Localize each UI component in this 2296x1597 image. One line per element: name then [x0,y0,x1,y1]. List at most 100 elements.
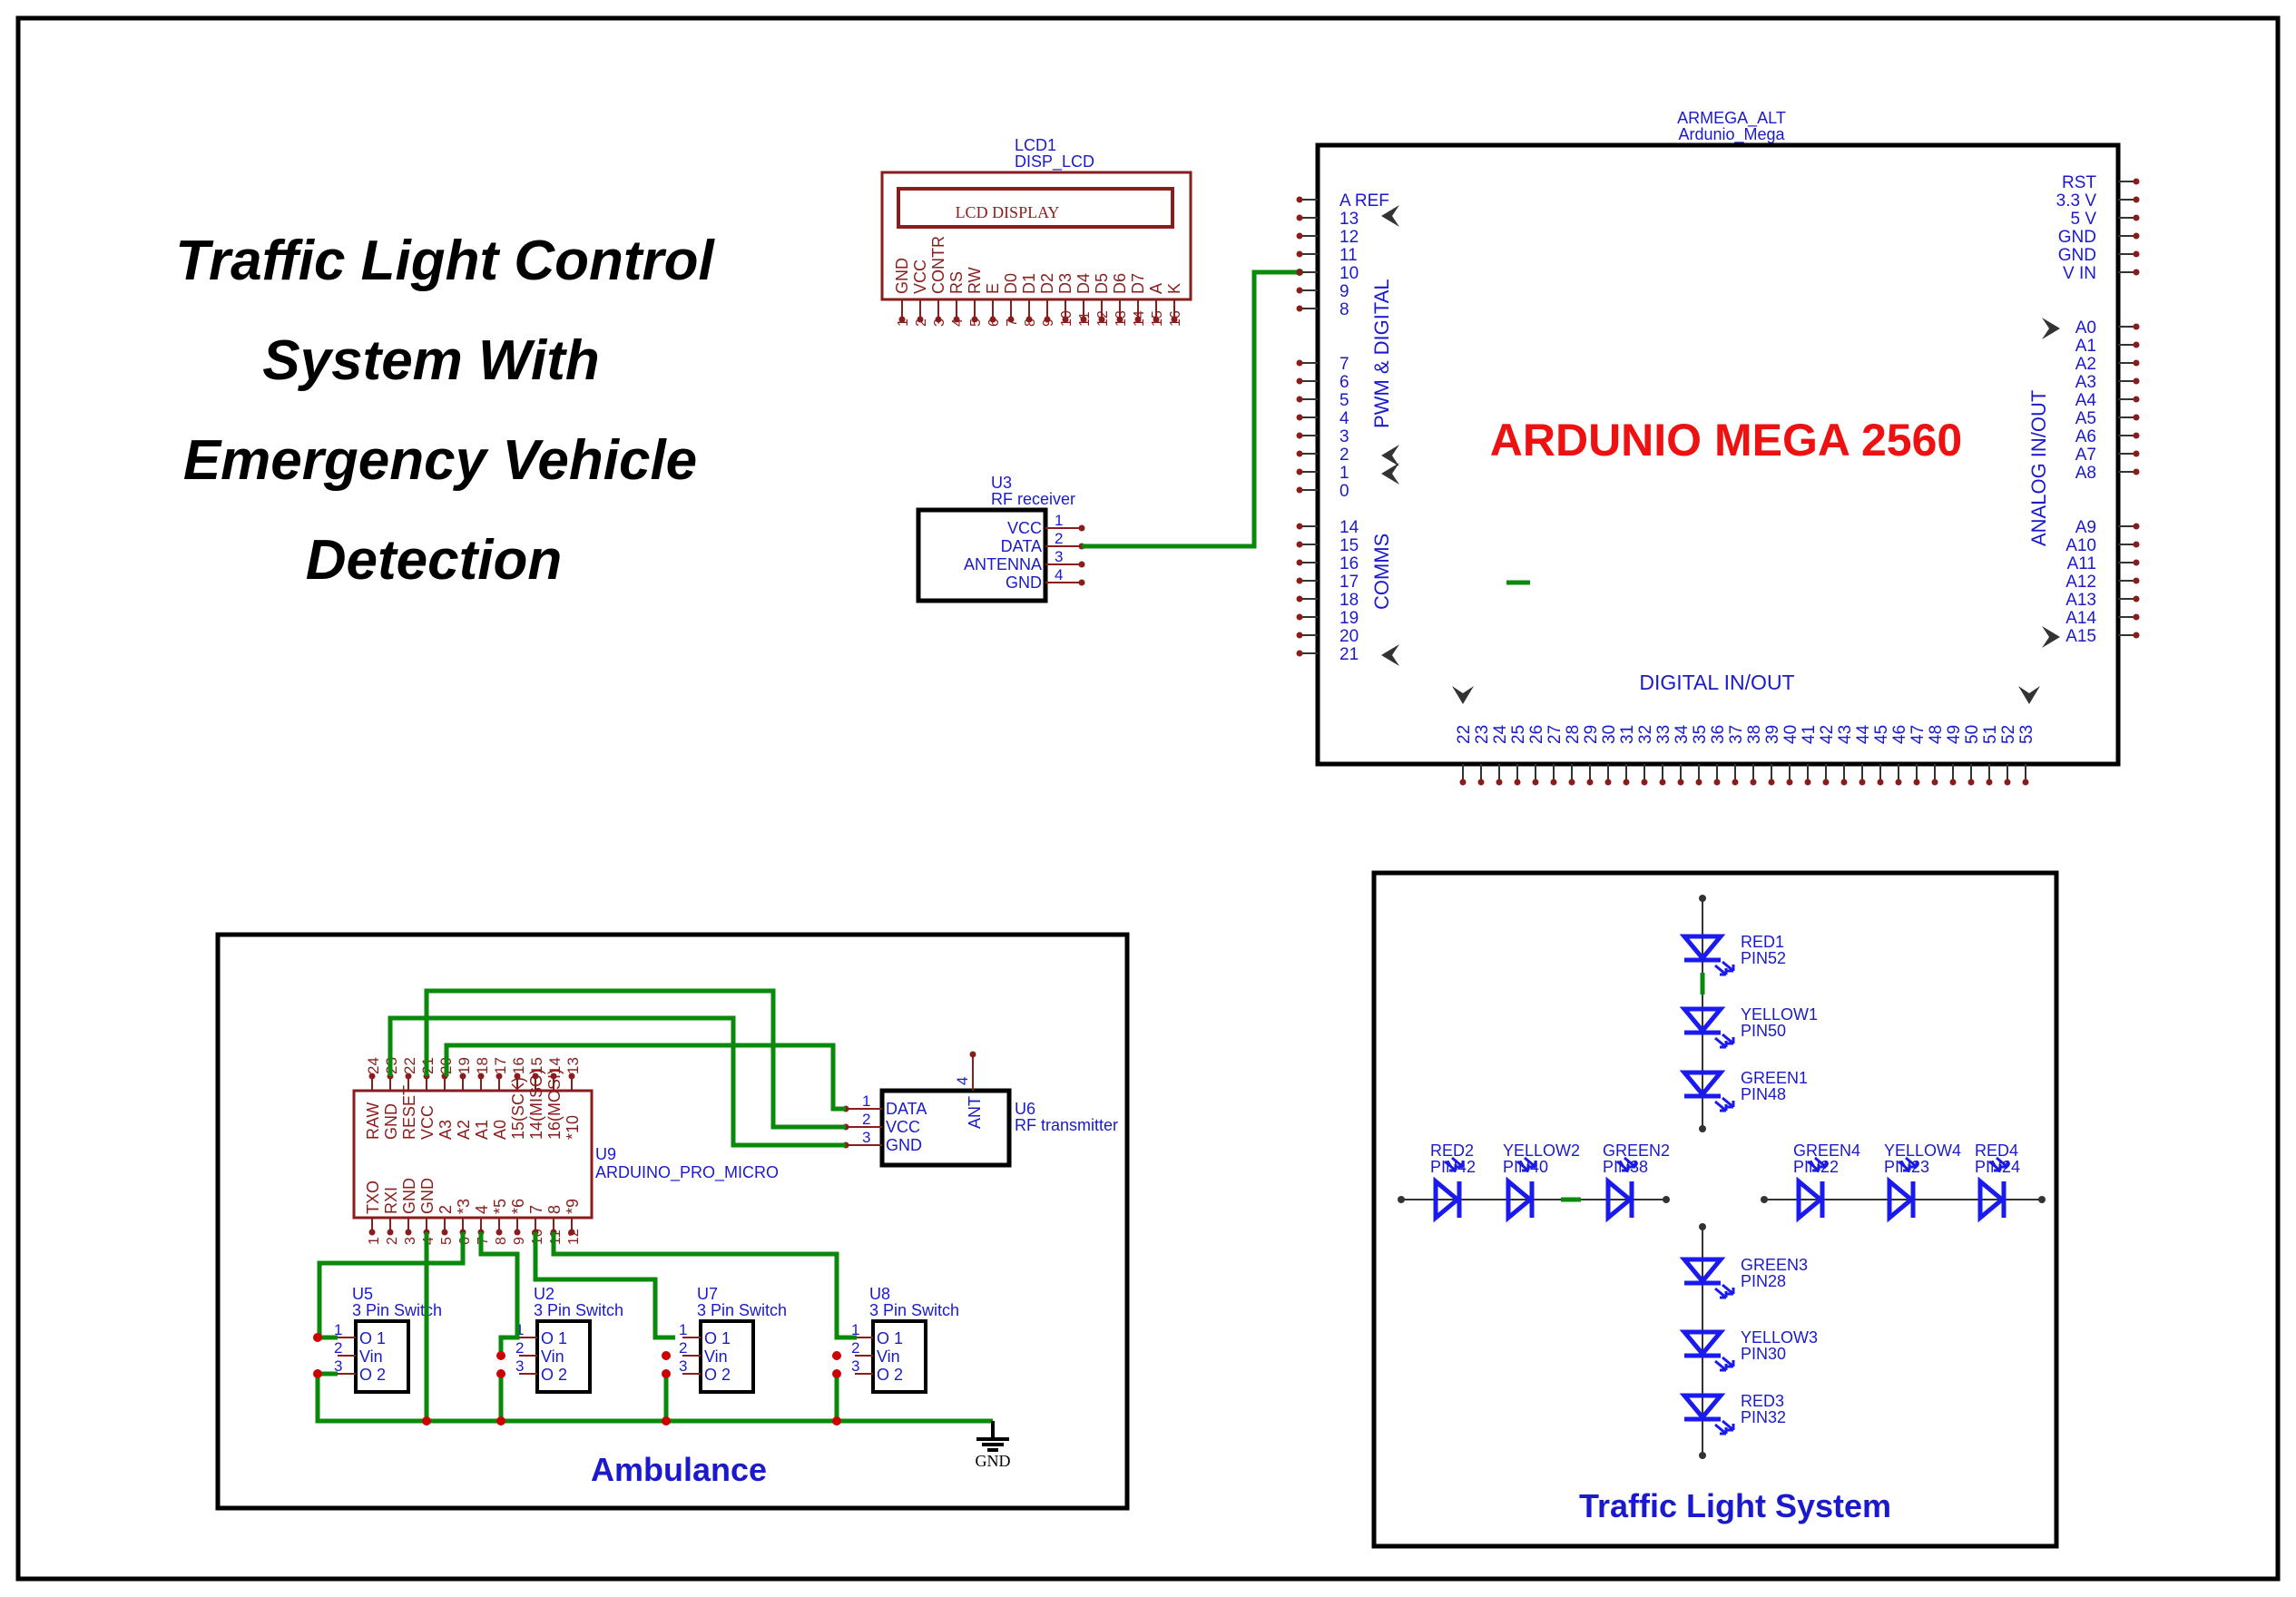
tx-pin-number: 2 [862,1111,870,1128]
lcd-pin-number: 16 [1168,310,1183,327]
mega-pin-label: A11 [2067,554,2096,573]
pm-pin-label: *6 [509,1199,527,1214]
pm-pin-label: *5 [491,1199,509,1214]
mega-pin-label: 13 [1339,210,1359,229]
pm-pin-label: A3 [437,1120,455,1140]
lcd-display-component: LCD1 DISP_LCD LCD DISPLAY GND1VCC2CONTR3… [880,136,1192,327]
switch-pin-label: Vin [877,1347,900,1366]
lcd-pin-number: 14 [1132,310,1147,327]
led-name: RED3 [1741,1392,1784,1410]
mega-pin-end [1296,613,1303,621]
led-emission-arrow [1722,1283,1735,1296]
pm-pin-label: GND [400,1178,418,1214]
mega-pin-label: 14 [1339,518,1359,537]
mega-pin-label: 31 [1618,725,1637,744]
mega-pin-end [1913,779,1920,786]
mega-pin-label: A4 [2075,391,2097,410]
rfrx-pin-number: 4 [1055,566,1063,583]
pm-pin-number: 16 [510,1057,527,1074]
lcd-pin-label: A [1147,283,1165,294]
title-line-2: System With [262,329,600,392]
wire-rf-data-to-mega [1082,269,1300,549]
led-name: GREEN1 [1741,1069,1808,1087]
lcd-pin-label: VCC [911,260,929,294]
pm-pin-label: A2 [455,1120,473,1140]
mega-pin-end [1296,541,1303,548]
mega-pin-end [1786,779,1793,786]
mega-pin-label: 32 [1636,725,1655,744]
pm-pin-end [441,1229,448,1236]
switch-pin-number: 3 [334,1357,342,1375]
led-pin: PIN40 [1503,1158,1548,1176]
mega-pin-end [2133,450,2140,457]
mega-pin-label: 17 [1339,573,1359,592]
pm-pin-label: GND [382,1103,400,1140]
mega-pin-end [2133,559,2140,566]
mega-pin-label: A5 [2075,409,2096,428]
rf-transmitter-ant-label: ANT [966,1096,984,1129]
led-emission-arrow [1996,1156,2009,1169]
led-pin: PIN23 [1884,1158,1929,1176]
mega-pin-label: 26 [1527,725,1546,744]
arduino-mega-component: ARMEGA_ALT Ardunio_Mega ARDUNIO MEGA 256… [1296,109,2140,786]
switch-ref: U7 [697,1285,718,1303]
mega-pin-label: A12 [2065,573,2096,592]
diagram-title: Traffic Light Control System With Emerge… [175,230,715,592]
lcd-pins: GND1VCC2CONTR3RS4RW5E6D07D18D29D310D411D… [893,236,1183,327]
switch-pin-number: 1 [679,1321,687,1338]
wire-junctions [313,1333,841,1426]
lcd-pin-number: 13 [1114,310,1129,327]
pm-pin-end [387,1229,394,1236]
traffic-light-section: Traffic Light System RED1PIN52YELLOW1PIN… [1371,870,2059,1549]
lcd-pin-end [971,316,978,323]
mega-pin-end [2133,523,2140,530]
pm-pin-label: 15(SCK) [509,1077,527,1140]
mega-pin-label: A10 [2065,536,2096,555]
lcd-pin-label: RW [966,267,984,294]
pm-pin-number: 15 [528,1057,545,1074]
switch-pin-label: O 1 [359,1329,386,1347]
pm-pin-label: RAW [364,1102,382,1140]
mega-pin-label: 33 [1654,725,1673,744]
mega-pin-end [1931,779,1938,786]
mega-pin-label: 48 [1927,725,1946,744]
lcd-pin-number: 7 [1005,318,1020,327]
lcd-pin-label: D1 [1020,273,1038,294]
mega-pin-label: A14 [2065,609,2096,628]
traffic-wire-ends [1398,895,2046,1459]
pm-pin-label: RESET [400,1085,418,1140]
lcd-pin-label: D7 [1129,273,1147,294]
pm-pin-end [368,1229,376,1236]
mega-pin-end [1659,779,1666,786]
mega-pin-end [1459,779,1467,786]
switch-name: 3 Pin Switch [869,1301,959,1319]
led-emission-arrow [1616,1160,1630,1172]
mega-pin-end [2004,779,2011,786]
pro-micro-component: U9 ARDUINO_PRO_MICRO RAW24GND23RESET22VC… [352,1057,779,1245]
lcd-pin-label: D6 [1111,273,1129,294]
switch-pin-number: 2 [679,1339,687,1357]
mega-pin-end [2133,468,2140,475]
mega-pin-label: 2 [1339,446,1349,465]
mega-pin-label: A REF [1339,191,1389,211]
led-name: RED4 [1975,1141,2018,1160]
led-pin: PIN30 [1741,1345,1786,1363]
led-emission-arrow [1624,1156,1637,1169]
led-emission-arrow [1516,1160,1530,1172]
mega-pin-label: A6 [2075,427,2096,446]
pm-pin-label: *9 [564,1199,582,1214]
lcd-pin-end [1080,316,1087,323]
mega-pin-end [2133,196,2140,203]
pm-pin-label: RXI [382,1187,400,1214]
lcd-pin-number: 15 [1150,310,1165,327]
pm-pin-end [568,1229,575,1236]
mega-pin-label: 44 [1854,724,1873,744]
mega-pin-end [2133,577,2140,584]
switch-pin-number: 2 [334,1339,342,1357]
